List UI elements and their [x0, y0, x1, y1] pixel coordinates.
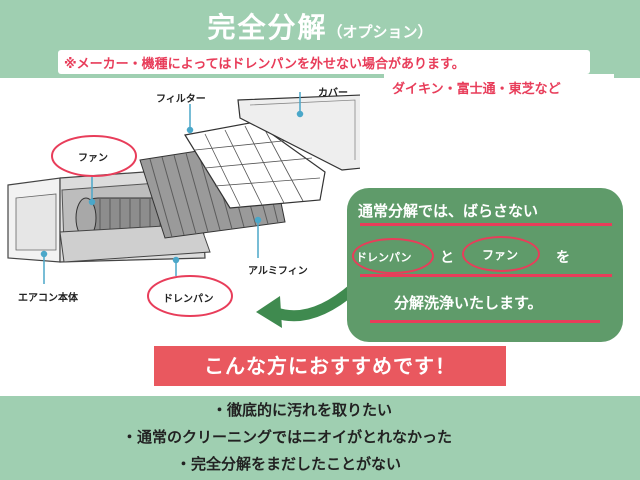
underline-1: [360, 223, 612, 226]
brands-box: [384, 74, 614, 100]
fin-label: アルミフィン: [248, 266, 308, 277]
aircon-diagram: [7, 92, 360, 317]
recommend-banner-text: こんな方におすすめです！: [204, 354, 456, 378]
underline-2: [360, 274, 612, 277]
list-item: ・通常のクリーニングではニオイがとれなかった: [122, 428, 453, 446]
drain-pan-callout-circle: [352, 238, 434, 274]
callout-line1: 通常分解では、ばらさない: [358, 202, 539, 220]
cover-label: カバー: [318, 88, 348, 99]
unit-label: エアコン本体: [18, 293, 78, 304]
callout-and: と: [440, 250, 454, 266]
callout-wo: を: [556, 250, 570, 266]
drain-pan-highlight-circle: [147, 275, 233, 317]
callout-fan: ファン: [482, 248, 519, 262]
callout-drain-pan: ドレンパン: [356, 251, 412, 264]
filter-label: フィルター: [156, 94, 206, 105]
title-text: 完全分解: [207, 11, 328, 44]
list-item: ・徹底的に汚れを取りたい: [212, 401, 393, 419]
filter-illustration: [184, 121, 326, 209]
warning-text: ※メーカー・機種によってはドレンパンを外せない場合があります。: [64, 57, 465, 72]
list-item: ・完全分解をまだしたことがない: [176, 455, 402, 473]
arrow-icon: [256, 283, 358, 328]
cover-illustration: [237, 94, 360, 171]
callout-line3: 分解洗浄いたします。: [394, 294, 543, 312]
fan-label: ファン: [78, 153, 108, 164]
fan-highlight-circle: [51, 135, 137, 177]
page-title: 完全分解（オプション）: [0, 6, 640, 46]
recommend-banner: [154, 346, 506, 386]
brands-text: ダイキン・富士通・東芝など: [392, 82, 561, 97]
drain-pan-label: ドレンパン: [163, 294, 214, 305]
title-suffix: （オプション）: [327, 23, 433, 41]
warning-box: [58, 50, 590, 74]
fan-callout-circle: [462, 236, 540, 272]
underline-3: [370, 320, 600, 323]
recommend-list: [0, 396, 640, 480]
